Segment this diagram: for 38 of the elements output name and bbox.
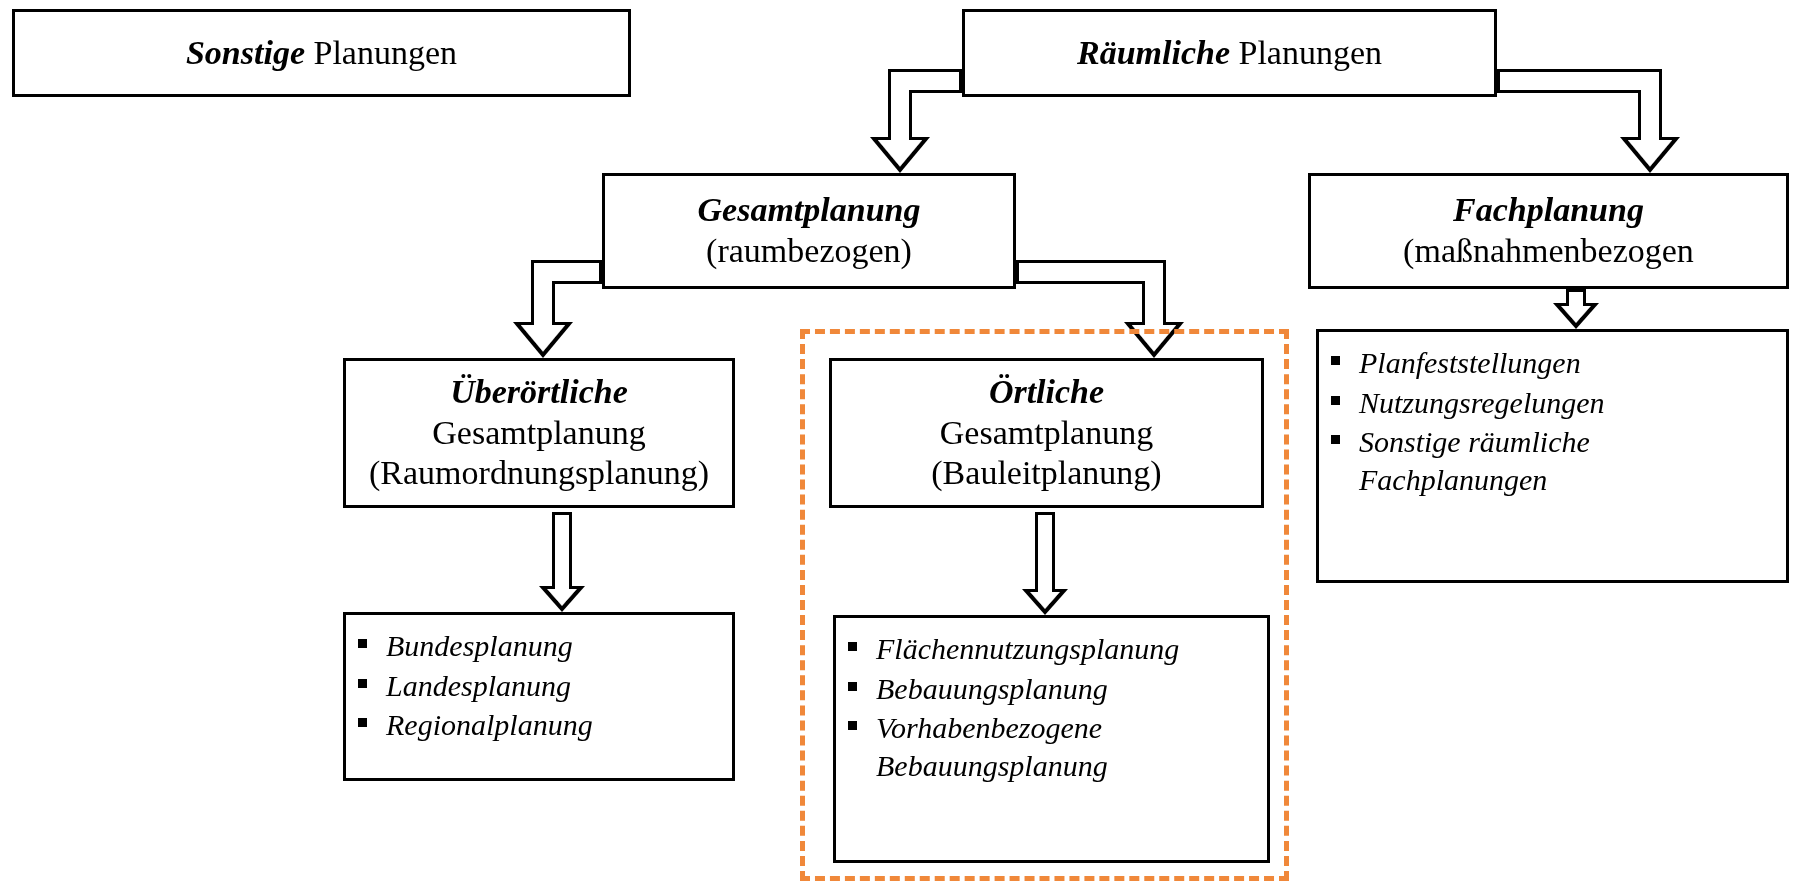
process-box	[602, 173, 1016, 289]
list-item: Landesplanung	[386, 668, 571, 702]
list-box	[343, 612, 735, 781]
list-item: Sonstige räumliche Fachplanungen	[1359, 425, 1590, 496]
node-heading: Sonstige Planungen	[185, 32, 458, 73]
node-heading: Örtliche	[988, 371, 1105, 412]
node-heading: Räumliche Planungen	[1076, 32, 1383, 73]
list-item: Bundesplanung	[386, 629, 573, 662]
node-heading: Gesamtplanung	[697, 190, 921, 231]
list-item: Bebauungsplanung	[876, 671, 1108, 705]
node-heading: Überörtliche	[450, 371, 628, 412]
dashed-group-frame	[800, 329, 1289, 881]
block-arrow	[1497, 69, 1680, 173]
block-arrow	[870, 69, 962, 173]
block-arrow	[1022, 512, 1068, 615]
block-arrow	[539, 512, 585, 612]
node-text: (maßnahmenbezogen	[1403, 231, 1694, 271]
node-heading: Fachplanung	[1453, 190, 1644, 231]
list-box	[833, 615, 1270, 863]
node-text: Gesamtplanung	[939, 412, 1154, 453]
list-item: Planfeststellungen	[1359, 346, 1581, 379]
list-box	[1316, 329, 1789, 583]
process-box	[1308, 173, 1789, 289]
node-text: (raumbezogen)	[706, 231, 912, 271]
process-box	[343, 358, 735, 508]
list-item: Nutzungsregelungen	[1359, 385, 1605, 419]
block-arrow	[1553, 289, 1599, 329]
block-arrow	[1016, 260, 1184, 358]
node-text: (Raumordnungsplanung)	[369, 453, 709, 494]
list-item: Flächennutzungsplanung	[876, 632, 1180, 665]
process-box	[829, 358, 1264, 508]
list-item: Regionalplanung	[386, 708, 593, 741]
node-text: (Bauleitplanung)	[931, 453, 1162, 494]
block-arrow	[513, 260, 602, 358]
node-text: Gesamtplanung	[432, 412, 646, 453]
process-box	[12, 9, 631, 97]
process-box	[962, 9, 1497, 97]
list-item: Vorhabenbezogene Bebauungsplanung	[876, 711, 1108, 782]
